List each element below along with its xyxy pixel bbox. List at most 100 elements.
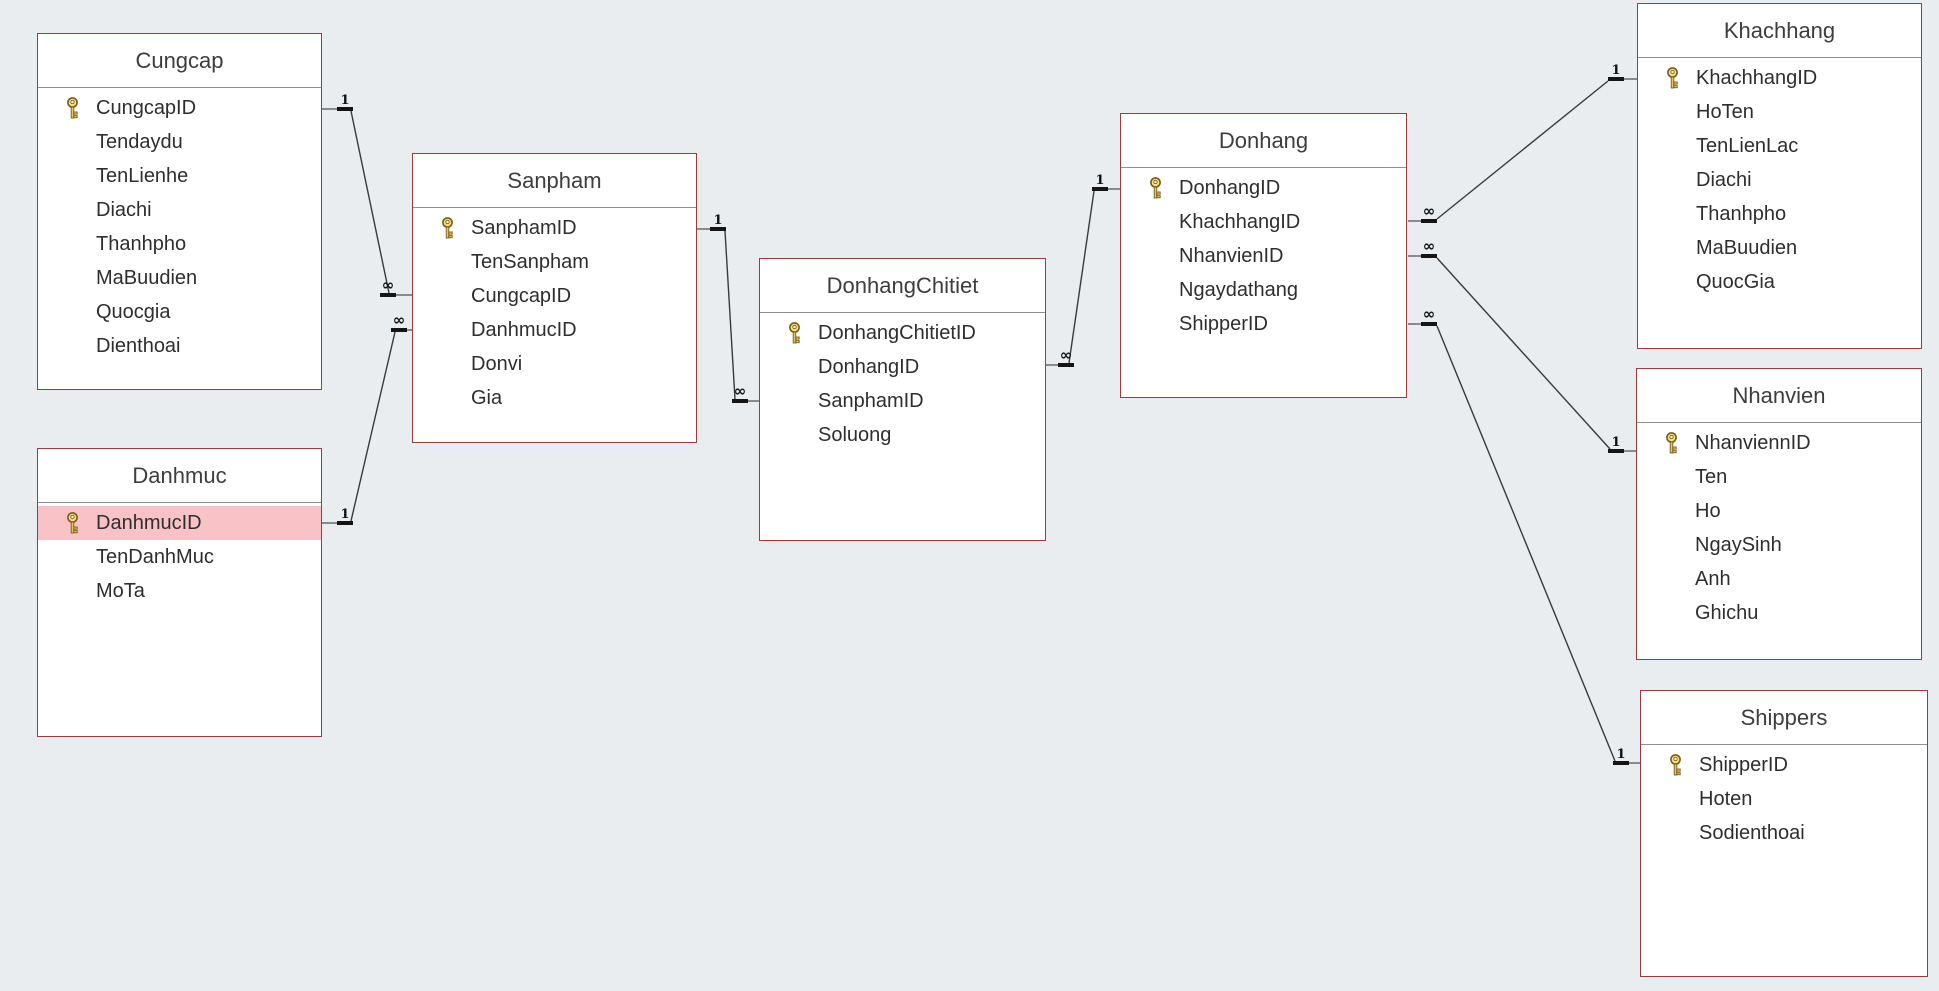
field-row-QuocGia[interactable]: QuocGia [1638, 265, 1921, 299]
relationship-line[interactable] [350, 331, 396, 522]
table-title-khachhang[interactable]: Khachhang [1638, 4, 1921, 58]
field-row-MaBuudien[interactable]: MaBuudien [1638, 231, 1921, 265]
field-row-ShipperID[interactable]: ShipperID [1641, 748, 1927, 782]
table-title-donhangchitiet[interactable]: DonhangChitiet [760, 259, 1045, 313]
field-row-CungcapID[interactable]: CungcapID [38, 91, 321, 125]
table-title-danhmuc[interactable]: Danhmuc [38, 449, 321, 503]
field-row-Gia[interactable]: Gia [413, 381, 696, 415]
one-symbol: 1 [713, 213, 722, 228]
field-row-TenDanhMuc[interactable]: TenDanhMuc [38, 540, 321, 574]
endpoint-bar [391, 328, 407, 332]
field-row-Donvi[interactable]: Donvi [413, 347, 696, 381]
table-title-nhanvien[interactable]: Nhanvien [1637, 369, 1921, 423]
field-row-TenLienhe[interactable]: TenLienhe [38, 159, 321, 193]
field-label: MaBuudien [96, 266, 198, 289]
field-row-DonhangID[interactable]: DonhangID [1121, 171, 1406, 205]
relationship-line[interactable] [1068, 190, 1095, 364]
field-row-NgaySinh[interactable]: NgaySinh [1637, 528, 1921, 562]
field-label: Gia [471, 386, 503, 409]
table-title-sanpham[interactable]: Sanpham [413, 154, 696, 208]
field-row-SanphamID[interactable]: SanphamID [760, 384, 1045, 418]
field-label: Ghichu [1695, 601, 1759, 624]
field-row-NhanvienID[interactable]: NhanvienID [1121, 239, 1406, 273]
table-title-cungcap[interactable]: Cungcap [38, 34, 321, 88]
field-row-SanphamID[interactable]: SanphamID [413, 211, 696, 245]
relationship-donhang-nhanvien[interactable]: ∞1 [1408, 237, 1636, 453]
field-row-Diachi[interactable]: Diachi [1638, 163, 1921, 197]
field-row-TenLienLac[interactable]: TenLienLac [1638, 129, 1921, 163]
primary-key-icon [1150, 177, 1161, 199]
relationship-line[interactable] [724, 230, 736, 400]
field-row-Anh[interactable]: Anh [1637, 562, 1921, 596]
field-row-DonhangID[interactable]: DonhangID [760, 350, 1045, 384]
relationship-line[interactable] [1436, 257, 1611, 450]
field-label: Ho [1695, 499, 1721, 522]
field-row-Soluong[interactable]: Soluong [760, 418, 1045, 452]
relationship-donhang-shippers[interactable]: ∞1 [1408, 305, 1640, 765]
field-label: NgaySinh [1695, 533, 1782, 556]
field-row-NhanviennID[interactable]: NhanviennID [1637, 426, 1921, 460]
field-label: CungcapID [471, 284, 572, 307]
field-label: Tendaydu [96, 130, 183, 153]
relationship-donhang-khachhang[interactable]: ∞1 [1408, 63, 1637, 223]
one-symbol: 1 [340, 507, 349, 522]
field-row-ShipperID[interactable]: ShipperID [1121, 307, 1406, 341]
table-title-donhang[interactable]: Donhang [1121, 114, 1406, 168]
field-row-Thanhpho[interactable]: Thanhpho [38, 227, 321, 261]
field-row-KhachhangID[interactable]: KhachhangID [1638, 61, 1921, 95]
field-label: MoTa [96, 579, 145, 602]
field-row-CungcapID[interactable]: CungcapID [413, 279, 696, 313]
field-row-Hoten[interactable]: Hoten [1641, 782, 1927, 816]
relationship-line[interactable] [1436, 325, 1616, 762]
field-row-TenSanpham[interactable]: TenSanpham [413, 245, 696, 279]
field-row-KhachhangID[interactable]: KhachhangID [1121, 205, 1406, 239]
field-row-Quocgia[interactable]: Quocgia [38, 295, 321, 329]
endpoint-bar [1058, 363, 1074, 367]
field-row-Ten[interactable]: Ten [1637, 460, 1921, 494]
field-row-Dienthoai[interactable]: Dienthoai [38, 329, 321, 363]
field-row-Diachi[interactable]: Diachi [38, 193, 321, 227]
one-symbol: 1 [1611, 63, 1620, 78]
field-label: KhachhangID [1179, 210, 1301, 233]
relationship-donhang-donhangchitiet[interactable]: 1∞ [1046, 173, 1122, 367]
field-row-DanhmucID[interactable]: DanhmucID [413, 313, 696, 347]
field-row-MoTa[interactable]: MoTa [38, 574, 321, 608]
relationship-cungcap-sanpham[interactable]: 1∞ [322, 93, 412, 297]
field-row-DanhmucID[interactable]: DanhmucID [38, 506, 321, 540]
field-label: Diachi [96, 198, 152, 221]
relationship-line[interactable] [1436, 80, 1609, 220]
field-row-Ngaydathang[interactable]: Ngaydathang [1121, 273, 1406, 307]
field-label: Dienthoai [96, 334, 181, 357]
relationship-sanpham-donhangchitiet[interactable]: 1∞ [697, 213, 759, 403]
endpoint-bar [380, 293, 396, 297]
field-row-Ho[interactable]: Ho [1637, 494, 1921, 528]
endpoint-bar [710, 227, 726, 231]
field-label: Quocgia [96, 300, 171, 323]
relationship-danhmuc-sanpham[interactable]: 1∞ [322, 311, 412, 525]
primary-key-icon [67, 97, 78, 119]
field-row-HoTen[interactable]: HoTen [1638, 95, 1921, 129]
primary-key-icon [1667, 67, 1678, 89]
field-label: NhanvienID [1179, 244, 1284, 267]
relationship-line[interactable] [350, 110, 390, 294]
field-row-DonhangChitietID[interactable]: DonhangChitietID [760, 316, 1045, 350]
endpoint-bar [1421, 322, 1437, 326]
field-row-MaBuudien[interactable]: MaBuudien [38, 261, 321, 295]
field-row-Ghichu[interactable]: Ghichu [1637, 596, 1921, 630]
table-title-shippers[interactable]: Shippers [1641, 691, 1927, 745]
many-symbol: ∞ [1423, 237, 1436, 255]
field-row-Sodienthoai[interactable]: Sodienthoai [1641, 816, 1927, 850]
field-row-Thanhpho[interactable]: Thanhpho [1638, 197, 1921, 231]
field-row-Tendaydu[interactable]: Tendaydu [38, 125, 321, 159]
